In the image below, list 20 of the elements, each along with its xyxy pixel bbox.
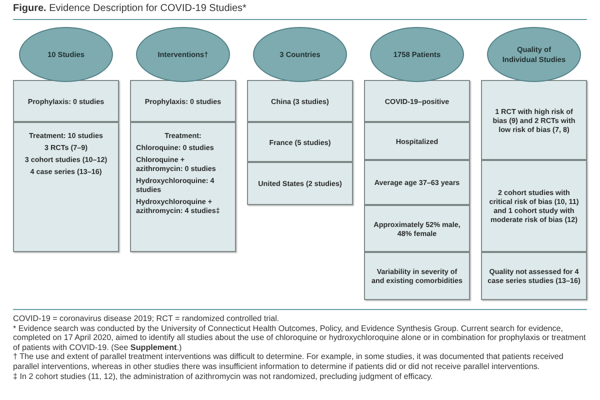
footnote: COVID-19 = coronavirus disease 2019; RCT = randomized controlled trial.: [13, 314, 280, 324]
info-cell: [247, 162, 353, 205]
info-cell: [130, 122, 236, 252]
info-cell: [481, 252, 587, 300]
info-cell: [364, 252, 470, 300]
info-cell: [13, 80, 119, 122]
info-cell: [247, 80, 353, 122]
info-cell: [364, 122, 470, 160]
info-cell: [364, 80, 470, 122]
figure-title: Figure. Evidence Description for COVID-19 Studies*: [13, 3, 246, 14]
info-cell: [130, 80, 236, 122]
info-cell: [481, 80, 587, 160]
info-cell: [364, 205, 470, 252]
info-cell: [364, 160, 470, 205]
info-cell: [13, 122, 119, 252]
info-cell: [247, 122, 353, 162]
info-cell: [481, 160, 587, 252]
footnote: ‡ In 2 cohort studies (11, 12), the administration of azithromycin was not randomized, precluding judgment of efficacy.: [13, 372, 434, 382]
footnote: * Evidence search was conducted by the University of Connecticut Health Outcomes, Policy, and Evidence Synthesis Group. Current search for evidence, completed on 17 April 2020, aimed to identify all studies about the use of chloroquine or hydroxychloroquine alone or in combination for prophylaxis or treatment of patients with COVID-19. (See Supplement.): [13, 324, 587, 352]
footnote: † The use and extent of parallel treatment interventions was difficult to determine. For example, in some studies, it was documented that patients received parallel interventions, whereas in other studies there was insufficient information to determine if patients did or did not receive parallel interventions.: [13, 352, 564, 372]
